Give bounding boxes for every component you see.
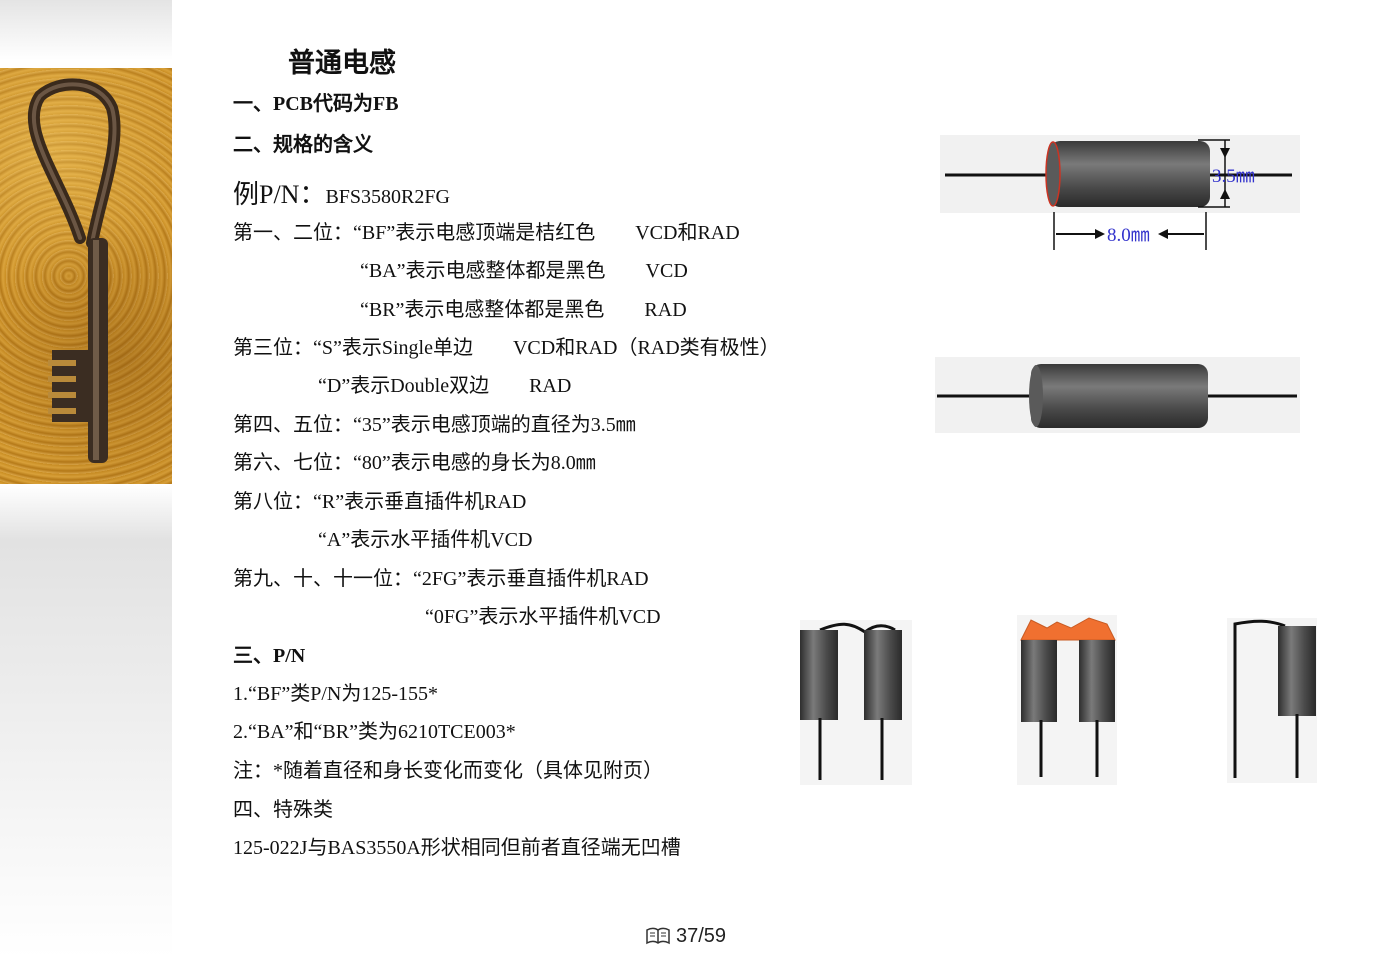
spec-line: 第三位：“S”表示Single单边 VCD和RAD（RAD类有极性） [233,337,780,359]
page-number: 37/59 [676,925,727,947]
section-1-heading: 一、PCB代码为FB [233,93,399,115]
spec-line: “BR”表示电感整体都是黑色 RAD [360,299,687,321]
inductor-vertical-variants [800,615,1317,785]
special-line: 125-022J与BAS3550A形状相同但前者直径端无凹槽 [233,837,681,859]
spec-line: 第六、七位：“80”表示电感的身长为8.0㎜ [233,452,596,474]
spec-line: 第九、十、十一位：“2FG”表示垂直插件机RAD [233,568,649,590]
section-4-heading: 四、特殊类 [233,799,333,821]
spec-line: 第一、二位：“BF”表示电感顶端是桔红色 VCD和RAD [233,222,740,244]
inductor-side-view [935,357,1300,433]
example-pn: 例P/N：BFS3580R2FG [233,174,450,211]
spec-line: “0FG”表示水平插件机VCD [425,606,661,628]
pn-line-2: 2.“BA”和“BR”类为6210TCE003* [233,721,516,743]
note-line: 注：*随着直径和身长变化而变化（具体见附页） [233,760,663,782]
example-prefix: 例P/N： [233,180,326,209]
spec-line: 第八位：“R”表示垂直插件机RAD [233,491,527,513]
length-label: 8.0㎜ [1107,225,1150,246]
pn-line-1: 1.“BF”类P/N为125-155* [233,683,438,705]
section-2-heading: 二、规格的含义 [233,134,373,156]
book-icon [646,927,670,945]
key-photo [0,68,172,484]
spec-line: 第四、五位：“35”表示电感顶端的直径为3.5㎜ [233,414,636,436]
inductor-dimension-diagram: 3.5㎜ 8.0㎜ [940,135,1300,250]
spec-line: “BA”表示电感整体都是黑色 VCD [360,260,688,282]
section-3-heading: 三、P/N [233,645,306,667]
spec-line: “D”表示Double双边 RAD [318,375,572,397]
slide-title: 普通电感 [288,48,396,78]
diameter-label: 3.5㎜ [1212,166,1255,187]
spec-line: “A”表示水平插件机VCD [318,529,533,551]
page-indicator: 37/59 [646,925,726,948]
example-pn-value: BFS3580R2FG [325,186,450,208]
key-illustration [27,78,121,463]
